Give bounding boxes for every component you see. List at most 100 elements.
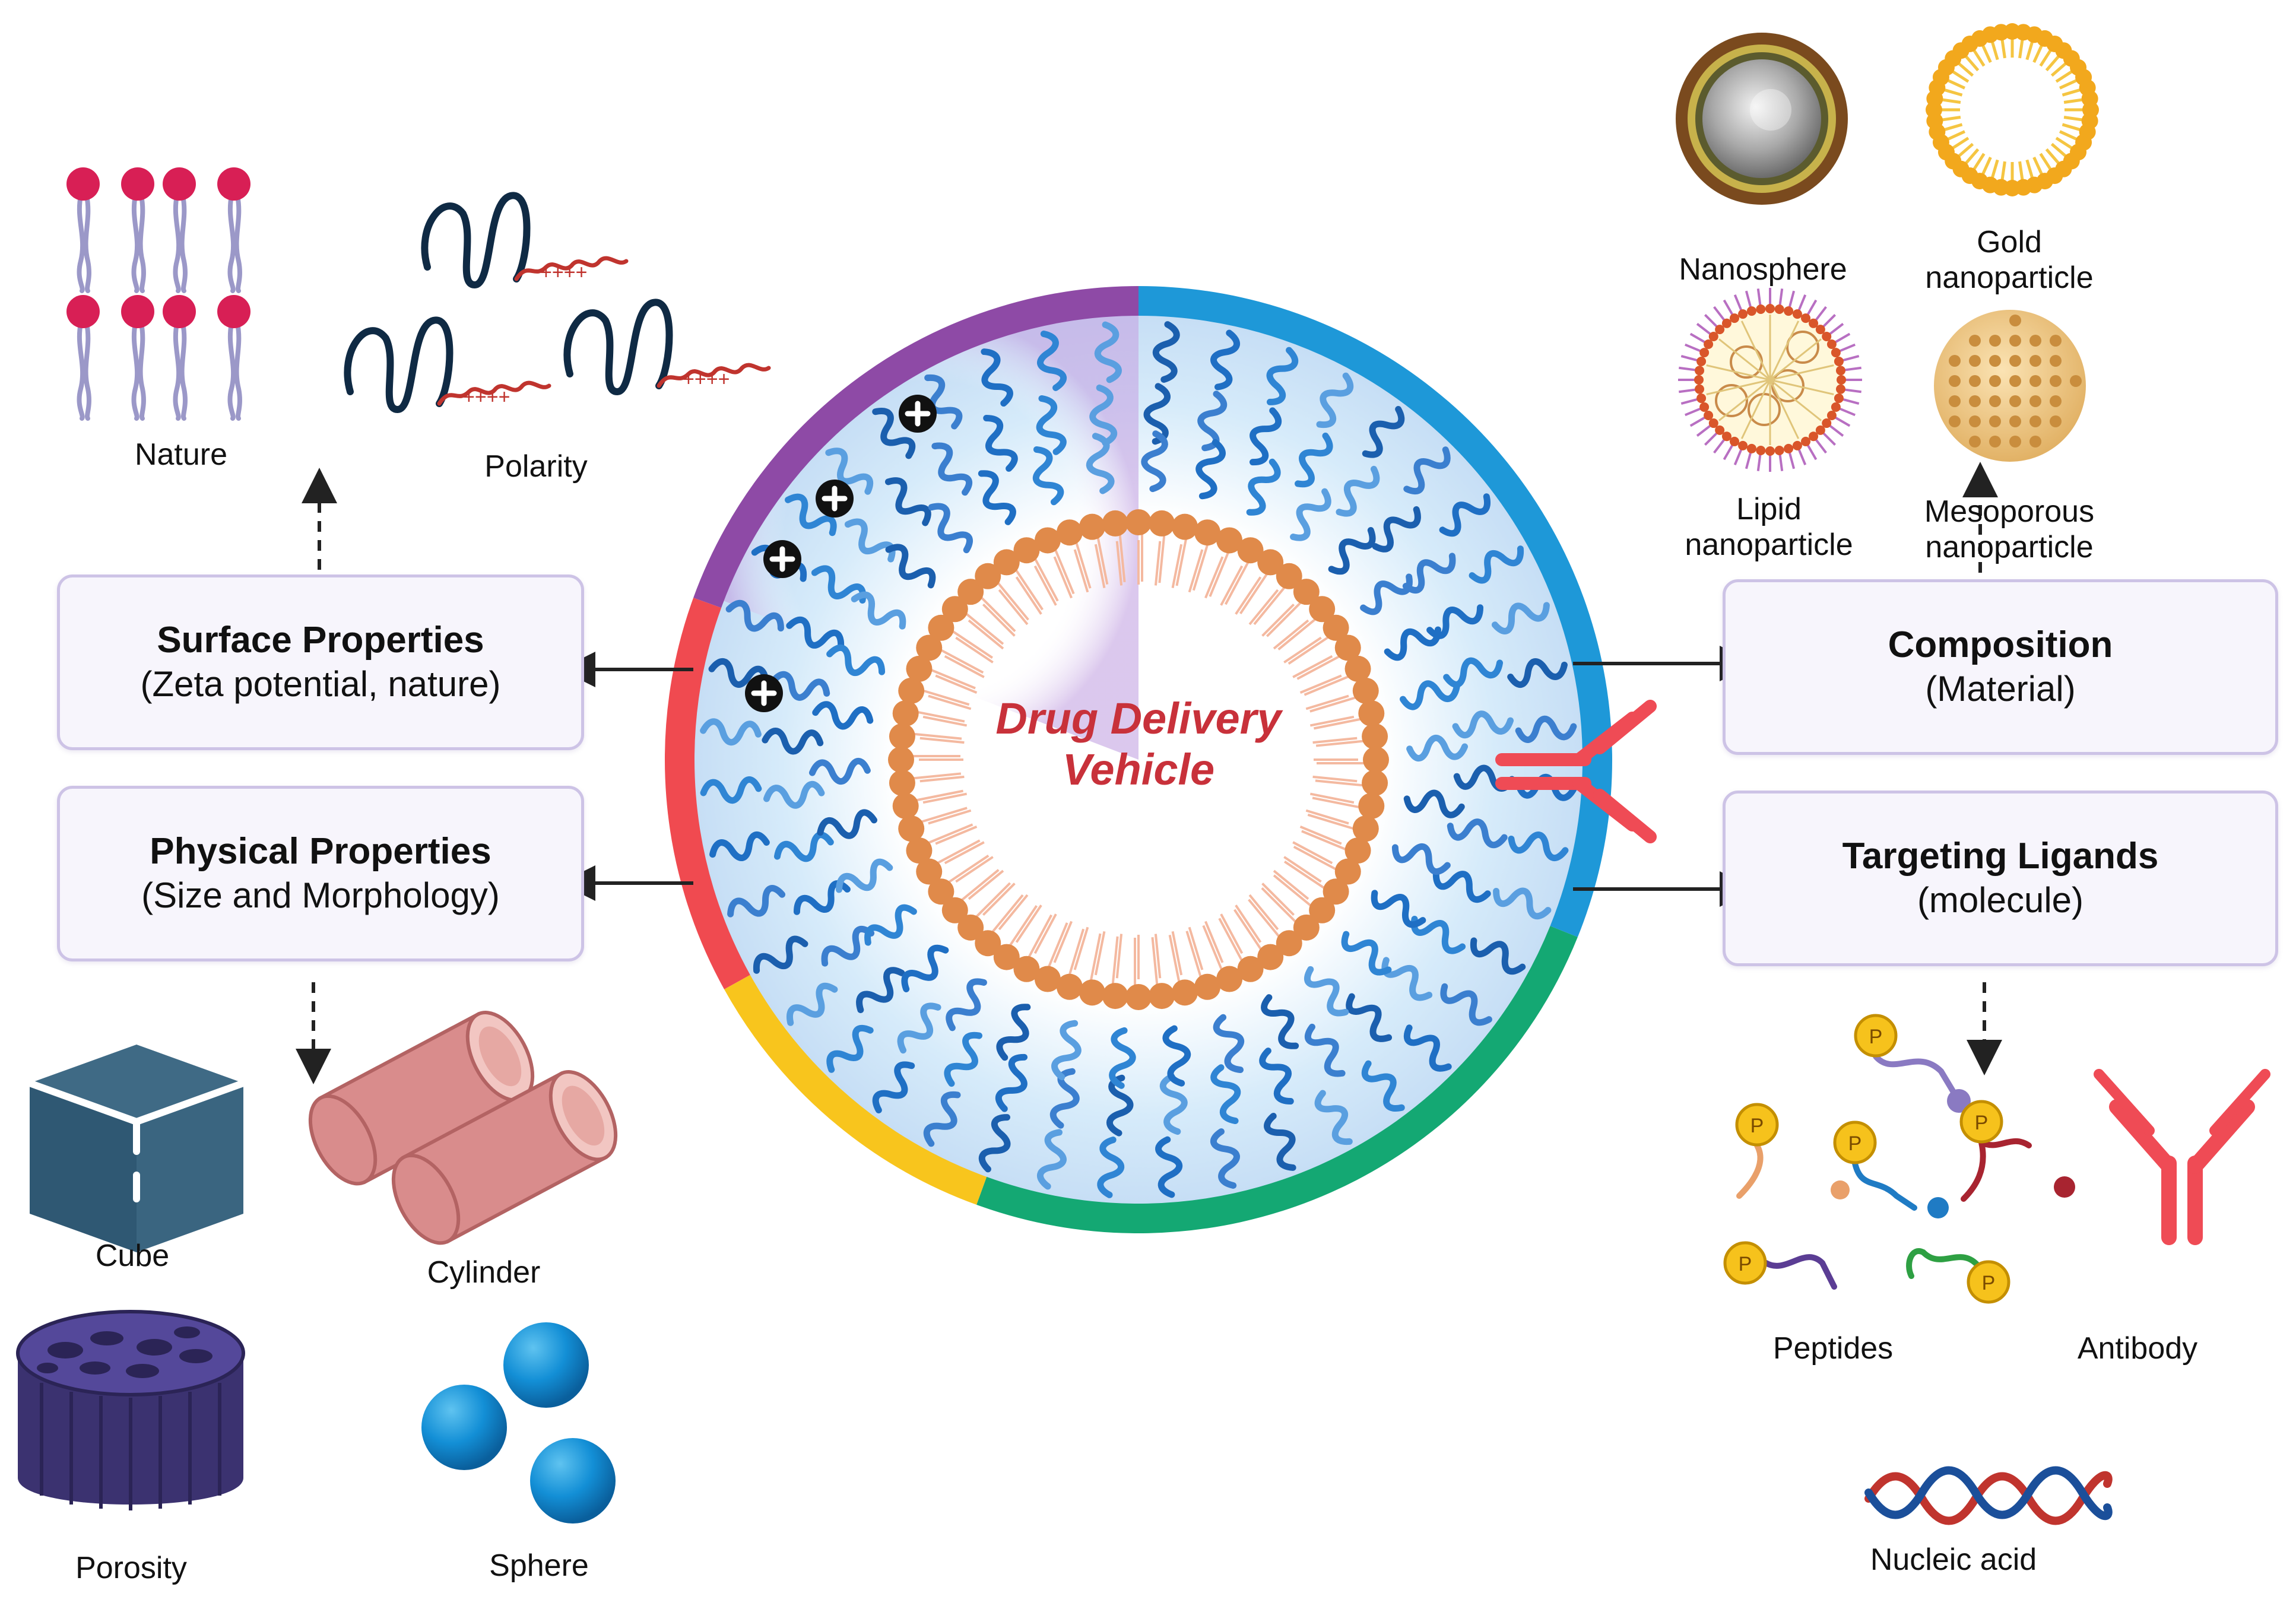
gold-tail <box>1943 88 1963 97</box>
gold-tail <box>2000 39 2006 59</box>
gold-tail <box>2059 130 2078 141</box>
lipid-np-peg <box>1679 388 1697 393</box>
polymer-chain <box>1470 937 1526 975</box>
label-antibody: Antibody <box>2077 1331 2198 1366</box>
lipid-np-head <box>1801 313 1810 323</box>
lipid-tail <box>1301 830 1347 851</box>
label-lipid: Lipid nanoparticle <box>1685 491 1853 563</box>
polymer-chain <box>1141 430 1168 493</box>
lipid-np-head <box>1715 325 1725 335</box>
lipid-head <box>1358 793 1385 820</box>
gold-tail <box>2039 153 2052 171</box>
lipid-tail <box>1273 874 1312 907</box>
polymer-chain <box>1507 658 1568 688</box>
label-gold: Gold nanoparticle <box>1925 224 2093 296</box>
lipid-tail <box>996 581 1029 621</box>
meso-pore <box>1969 355 1981 367</box>
polymer-chain <box>872 408 916 459</box>
gold-tail <box>1981 44 1992 63</box>
lipid-np-spoke <box>1769 338 1822 381</box>
lipid-tail <box>928 809 972 825</box>
polymer-chain <box>1210 1064 1241 1125</box>
lipid-np-head <box>1774 445 1784 455</box>
polymer-chain <box>1304 1023 1346 1077</box>
polymer-chain <box>1391 843 1451 875</box>
lipid-head <box>1237 956 1264 982</box>
lipid-np-peg <box>1838 343 1856 353</box>
polymer-chain <box>1259 1048 1294 1105</box>
polymer-chain <box>1372 506 1421 553</box>
polymer-chain <box>753 935 808 974</box>
gold-tail <box>2063 98 2083 104</box>
polymer-chain <box>1032 446 1064 506</box>
lipid-tail <box>1283 856 1322 883</box>
lipid-np-spoke <box>1769 364 1834 381</box>
nature-lipid <box>163 167 196 293</box>
lipid-head <box>1056 973 1083 1000</box>
lipid-tail <box>1054 548 1075 595</box>
lipid-np-spoke <box>1706 379 1771 395</box>
lipid-head <box>957 579 984 605</box>
gold-tail <box>2055 137 2073 150</box>
lipid-tail <box>1053 921 1073 963</box>
lipid-tail <box>979 596 1016 633</box>
peptide-p-badge <box>1723 1241 1767 1285</box>
gold-tail <box>1990 41 1999 61</box>
lipid-np-peg <box>1841 354 1860 362</box>
peptide-p-badge <box>1833 1121 1877 1164</box>
label-meso-line2: nanoparticle <box>1925 530 2094 564</box>
gold-tail <box>1990 159 1999 179</box>
positive-charge-icon <box>899 395 937 433</box>
lipid-tail <box>1315 779 1364 787</box>
polymer-chain <box>727 885 786 918</box>
polymer-chain <box>1403 446 1451 495</box>
lipid-np-peg <box>1713 306 1726 322</box>
nature-lipid <box>163 295 196 421</box>
meso-pore <box>2009 335 2021 347</box>
lipid-np-peg <box>1696 323 1713 336</box>
lipid-np-peg <box>1733 294 1743 312</box>
lipid-tail <box>1204 556 1224 599</box>
vehicle-title: Drug Delivery Vehicle <box>995 693 1281 795</box>
lipid-tail <box>1115 934 1123 979</box>
peptide-p-label: P <box>1869 1026 1883 1048</box>
lipid-np-peg <box>1821 431 1837 446</box>
lipid-np-head <box>1746 306 1756 316</box>
lipid-np-peg <box>1838 407 1856 417</box>
lipid-head <box>941 897 968 923</box>
polymer-chain <box>1336 465 1380 517</box>
label-sphere: Sphere <box>489 1548 589 1583</box>
lipid-tail <box>1292 841 1333 865</box>
lipid-np-head <box>1696 356 1707 366</box>
lipid-np-head <box>1822 331 1832 341</box>
lipid-np-head <box>1765 446 1775 456</box>
gold-tail <box>2032 157 2044 176</box>
lipid-tail <box>1299 826 1342 845</box>
gold-tail <box>1957 142 1974 158</box>
lipid-np-peg <box>1685 343 1702 353</box>
meso-pore <box>2029 335 2041 347</box>
lipid-head <box>906 837 933 864</box>
lipid-tail <box>1253 586 1286 626</box>
ring-segment-green <box>976 926 1578 1233</box>
meso-pore <box>2050 375 2062 387</box>
gold-tail <box>1964 55 1980 72</box>
lipid-np-head <box>1746 443 1756 453</box>
lipid-tail <box>1266 601 1302 637</box>
lipid-np-spoke <box>1718 338 1771 381</box>
polymer-chain <box>817 809 878 839</box>
lipid-tail <box>944 841 985 865</box>
meso-pore <box>1989 395 2001 407</box>
peptide: P <box>1854 1014 1971 1113</box>
lipid-np-head <box>1774 304 1784 315</box>
composition-box: Composition (Material) <box>1723 579 2278 755</box>
peptide-p-label: P <box>1750 1115 1764 1137</box>
lipid-tail <box>913 732 962 740</box>
lipid-tail <box>1202 925 1223 971</box>
polymer-chain <box>1399 680 1460 710</box>
lipid-np-peg <box>1756 288 1762 307</box>
lipid-head <box>1344 837 1371 864</box>
polymer-chain <box>897 1002 941 1054</box>
polymer-chain <box>1361 1060 1405 1112</box>
